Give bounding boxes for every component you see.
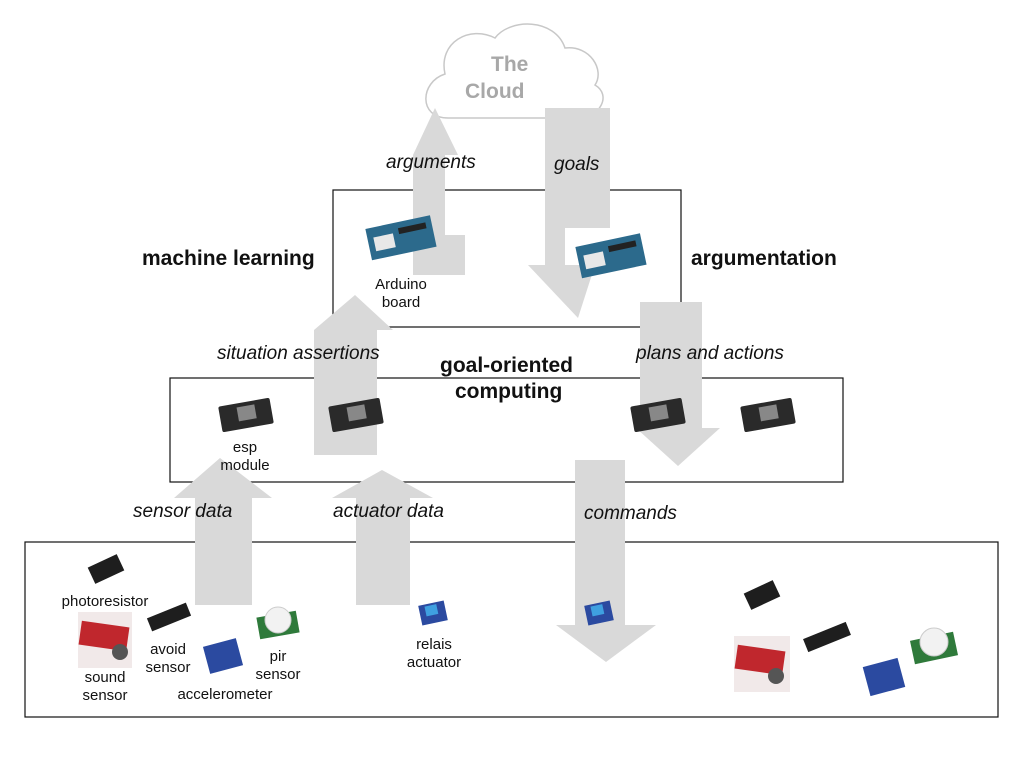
pir-sensor-icon	[256, 606, 300, 640]
sound-sensor-icon	[734, 636, 790, 692]
sensor-data-label: sensor data	[133, 501, 233, 522]
pir-sensor-label-line2: sensor	[255, 666, 301, 683]
pir-sensor-label: pir sensor	[250, 648, 306, 684]
actuator-data-label: actuator data	[333, 501, 444, 522]
goal-oriented-label-line2: computing	[455, 380, 563, 403]
relais-actuator-label-line1: relais	[416, 636, 452, 653]
sound-sensor-label: sound sensor	[74, 669, 136, 705]
sound-sensor-icon	[78, 612, 132, 668]
relais-actuator-label-line2: actuator	[406, 654, 462, 671]
accelerometer-icon	[202, 638, 244, 674]
avoid-sensor-label-line2: sensor	[145, 659, 191, 676]
sound-sensor-label-line2: sensor	[82, 687, 128, 704]
goal-oriented-label-line1: goal-oriented	[440, 354, 574, 377]
esp-module-icon	[218, 397, 274, 433]
photoresistor-label: photoresistor	[61, 593, 149, 610]
esp-module-icon	[740, 397, 796, 433]
sensor-tier-box	[24, 541, 999, 718]
arduino-board-label-line2: board	[381, 294, 421, 311]
argumentation-label: argumentation	[691, 247, 837, 270]
cloud-shape	[425, 23, 604, 119]
esp-module-label-line1: esp	[232, 439, 258, 456]
goals-arrow	[528, 108, 610, 318]
avoid-sensor-icon	[146, 602, 192, 632]
avoid-sensor-icon	[803, 621, 851, 653]
relais-actuator-label: relais actuator	[398, 636, 470, 672]
avoid-sensor-label-line1: avoid	[150, 641, 186, 658]
avoid-sensor-label: avoid sensor	[140, 641, 196, 677]
actuator-data-arrow	[332, 470, 433, 605]
pir-sensor-label-line1: pir	[269, 648, 287, 665]
esp-module-label-line2: module	[220, 457, 270, 474]
goals-label: goals	[554, 154, 600, 175]
machine-learning-label: machine learning	[142, 247, 315, 270]
arduino-board-icon	[365, 215, 437, 261]
arguments-label: arguments	[386, 152, 476, 173]
commands-arrow	[556, 460, 656, 662]
cloud-label-line2: Cloud	[465, 80, 525, 103]
arguments-arrow	[413, 108, 465, 275]
sensor-data-arrow	[174, 458, 272, 605]
arduino-board-label: Arduino board	[364, 276, 438, 312]
esp-module-label: esp module	[212, 439, 278, 475]
situation-assertions-label: situation assertions	[217, 343, 380, 364]
arduino-board-label-line1: Arduino	[375, 276, 427, 293]
accelerometer-label: accelerometer	[177, 686, 273, 703]
arduino-tier-box	[332, 189, 682, 328]
cloud-label-line1: The	[491, 53, 529, 76]
plans-and-actions-label: plans and actions	[636, 343, 784, 364]
photoresistor-icon	[87, 554, 125, 584]
esp-tier-box	[169, 377, 844, 483]
esp-module-icon	[328, 397, 384, 433]
pir-sensor-icon	[909, 627, 959, 665]
photoresistor-icon	[743, 580, 781, 610]
arduino-board-icon	[575, 233, 647, 279]
commands-label: commands	[584, 503, 677, 524]
accelerometer-icon	[862, 657, 906, 697]
situation-assertions-arrow	[314, 295, 393, 455]
sound-sensor-label-line1: sound	[84, 669, 126, 686]
relais-actuator-icon	[418, 600, 448, 626]
relais-actuator-icon	[584, 600, 614, 626]
esp-module-icon	[630, 397, 686, 433]
plans-actions-arrow	[636, 302, 720, 466]
